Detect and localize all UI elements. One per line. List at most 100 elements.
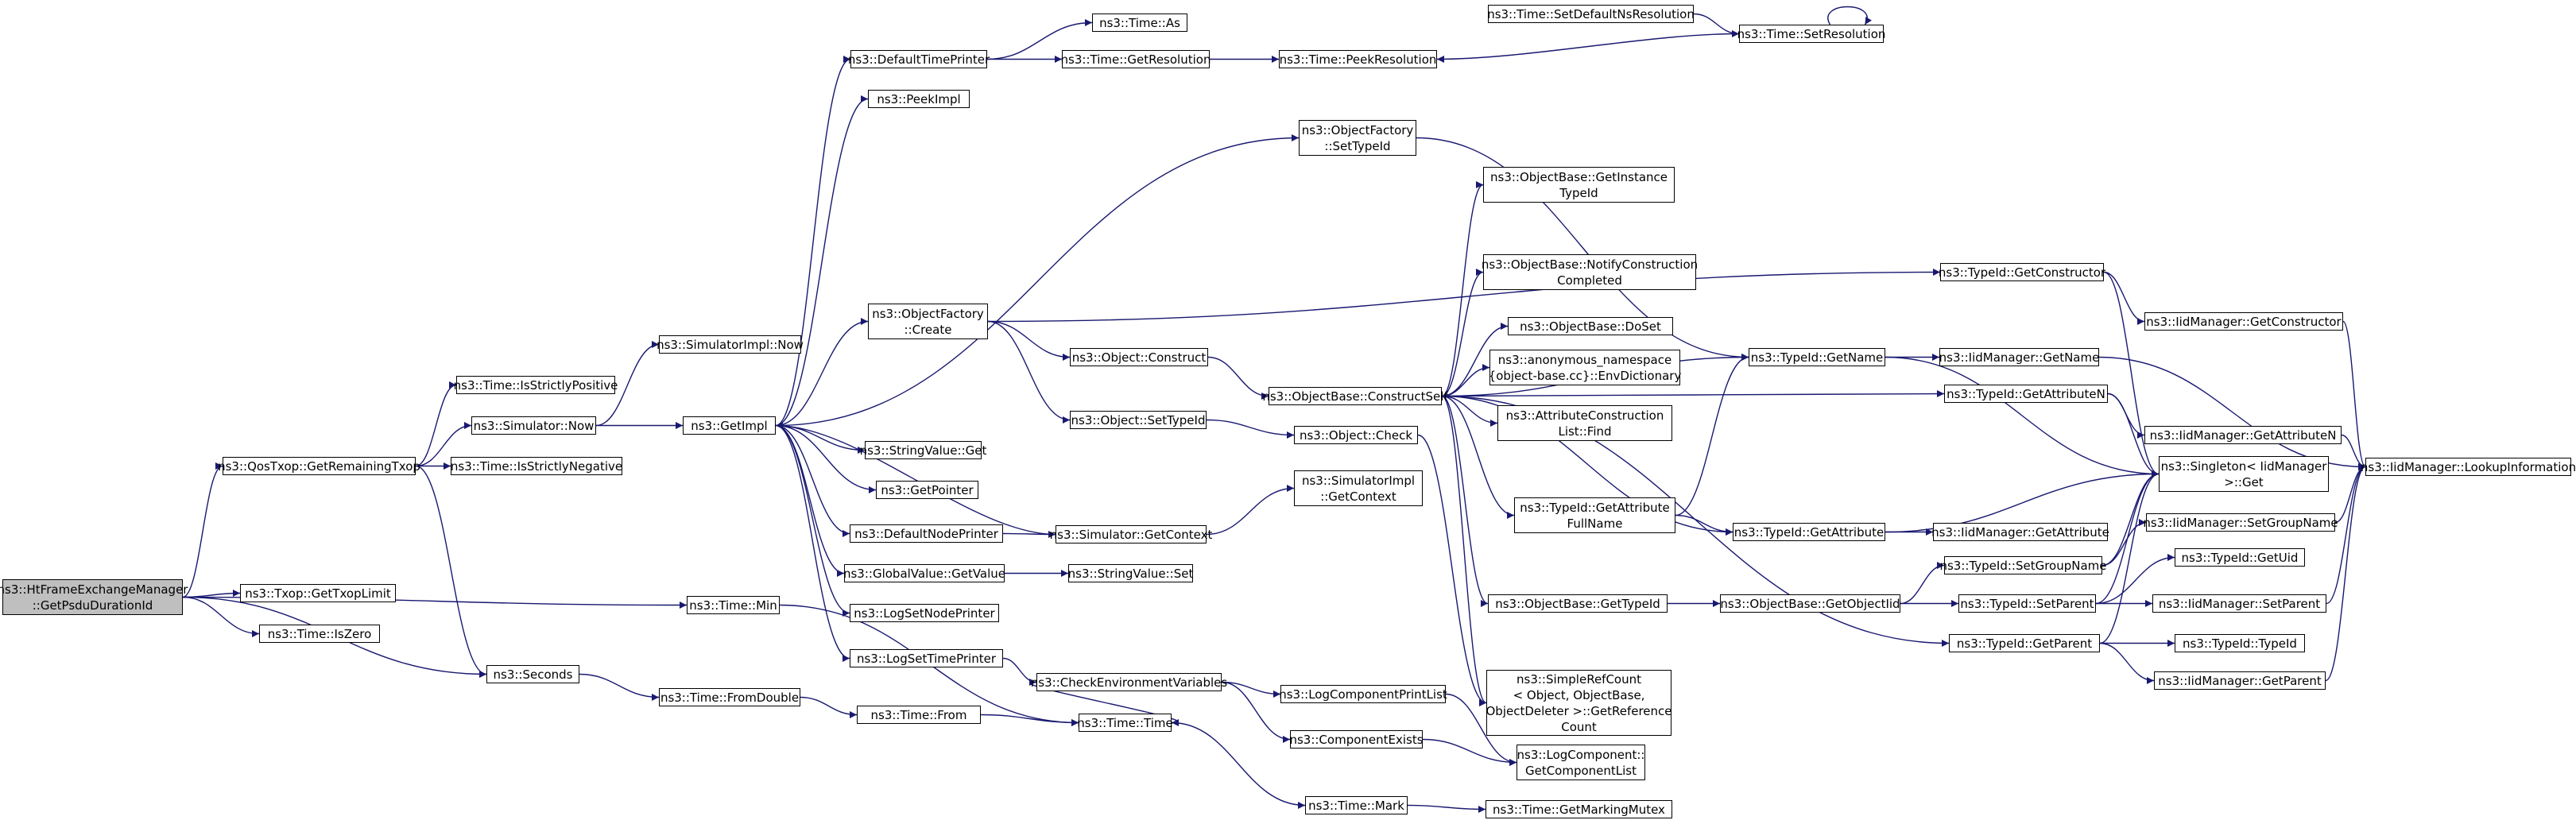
node-label-line: List::Find: [1558, 424, 1612, 439]
node-log-set-node-printer[interactable]: ns3::LogSetNodePrinter: [850, 604, 999, 622]
edge-get-impl-to-default-node-printer: [775, 424, 850, 537]
node-label: ns3::Time::As: [1099, 15, 1180, 31]
node-iid-get-name[interactable]: ns3::IidManager::GetName: [1939, 348, 2099, 366]
edge-object-base-construct-self-to-object-base-get-type-id: [1441, 395, 1489, 607]
node-default-node-printer[interactable]: ns3::DefaultNodePrinter: [850, 524, 1003, 543]
node-object-factory-set-type-id[interactable]: ns3::ObjectFactory::SetTypeId: [1299, 120, 1416, 156]
node-log-component-print-list[interactable]: ns3::LogComponentPrintList: [1279, 685, 1447, 703]
node-time-as[interactable]: ns3::Time::As: [1092, 14, 1187, 32]
node-object-set-type-id[interactable]: ns3::Object::SetTypeId: [1070, 411, 1207, 429]
node-object-base-do-set[interactable]: ns3::ObjectBase::DoSet: [1508, 317, 1673, 335]
node-label-line: ns3::Time::Mark: [1308, 798, 1404, 813]
node-time-min[interactable]: ns3::Time::Min: [687, 596, 780, 614]
node-log-set-time-printer[interactable]: ns3::LogSetTimePrinter: [850, 649, 1003, 667]
node-label-line: ns3::IidManager::LookupInformation: [2360, 459, 2576, 474]
edge-object-factory-create-to-type-id-get-constructor: [987, 269, 1941, 323]
node-simulator-get-context[interactable]: ns3::Simulator::GetContext: [1050, 525, 1212, 544]
node-label: ns3::ComponentExists: [1289, 732, 1423, 748]
edge-root-to-is-zero: [182, 596, 260, 637]
node-type-id-get-attribute[interactable]: ns3::TypeId::GetAttribute: [1733, 523, 1885, 541]
node-type-id-get-attribute-n[interactable]: ns3::TypeId::GetAttributeN: [1944, 385, 2108, 403]
edge-get-remaining-txop-to-seconds: [415, 465, 487, 678]
node-simple-ref-count[interactable]: ns3::SimpleRefCount< Object, ObjectBase,…: [1486, 670, 1672, 736]
node-seconds[interactable]: ns3::Seconds: [486, 665, 579, 683]
node-label-line: ns3::Object::SetTypeId: [1071, 412, 1206, 427]
node-type-id-set-parent[interactable]: ns3::TypeId::SetParent: [1958, 594, 2096, 613]
node-object-factory-create[interactable]: ns3::ObjectFactory::Create: [868, 304, 988, 339]
node-simulator-impl-get-context[interactable]: ns3::SimulatorImpl::GetContext: [1294, 470, 1423, 506]
node-label: ns3::StringValue::Set: [1068, 566, 1194, 582]
node-string-value-get[interactable]: ns3::StringValue::Get: [860, 441, 986, 459]
node-peek-resolution[interactable]: ns3::Time::PeekResolution: [1279, 50, 1437, 68]
node-time-get-resolution[interactable]: ns3::Time::GetResolution: [1061, 50, 1211, 68]
node-type-id-get-parent[interactable]: ns3::TypeId::GetParent: [1949, 634, 2100, 652]
node-label-line: ns3::TypeId::GetUid: [2181, 550, 2299, 565]
node-label-line: ns3::Time::GetMarkingMutex: [1493, 802, 1665, 817]
node-label-line: TypeId: [1559, 185, 1598, 200]
node-iid-get-attribute[interactable]: ns3::IidManager::GetAttribute: [1931, 523, 2109, 541]
node-simulator-impl-now[interactable]: ns3::SimulatorImpl::Now: [657, 335, 804, 354]
node-label: ns3::DefaultNodePrinter: [854, 526, 998, 542]
node-object-check[interactable]: ns3::Object::Check: [1294, 426, 1418, 444]
edge-type-id-get-constructor-to-iid-get-constructor: [2103, 271, 2145, 325]
node-get-object-iid[interactable]: ns3::ObjectBase::GetObjectIid: [1720, 594, 1900, 613]
node-get-remaining-txop[interactable]: ns3::QosTxop::GetRemainingTxop: [218, 457, 420, 475]
node-label-line: ns3::Time::IsZero: [267, 626, 372, 641]
node-label: ns3::IidManager::GetAttributeN: [2150, 427, 2337, 443]
edge-object-set-type-id-to-object-check: [1206, 419, 1295, 439]
node-label-line: ns3::Simulator::GetContext: [1049, 527, 1213, 542]
node-string-value-set[interactable]: ns3::StringValue::Set: [1068, 564, 1193, 582]
edge-time-mark-to-get-marking-mutex: [1407, 804, 1486, 813]
node-time-from[interactable]: ns3::Time::From: [857, 706, 981, 724]
node-global-value-get-value[interactable]: ns3::GlobalValue::GetValue: [843, 564, 1005, 582]
node-label: ns3::Simulator::GetContext: [1050, 527, 1213, 543]
node-iid-get-parent[interactable]: ns3::IidManager::GetParent: [2154, 671, 2326, 690]
node-component-exists[interactable]: ns3::ComponentExists: [1289, 730, 1424, 749]
node-is-zero[interactable]: ns3::Time::IsZero: [259, 625, 380, 643]
node-time-mark[interactable]: ns3::Time::Mark: [1305, 796, 1408, 814]
node-get-pointer[interactable]: ns3::GetPointer: [876, 481, 978, 499]
node-get-txop-limit[interactable]: ns3::Txop::GetTxopLimit: [240, 584, 396, 602]
node-label-line: ns3::TypeId::SetGroupName: [1939, 558, 2107, 573]
node-simulator-now[interactable]: ns3::Simulator::Now: [471, 416, 596, 435]
node-is-strictly-negative[interactable]: ns3::Time::IsStrictlyNegative: [451, 457, 622, 475]
node-label: ns3::Txop::GetTxopLimit: [245, 586, 391, 602]
node-type-id-set-group-name[interactable]: ns3::TypeId::SetGroupName: [1939, 556, 2107, 574]
node-type-id-get-constructor[interactable]: ns3::TypeId::GetConstructor: [1939, 263, 2105, 281]
node-peek-impl[interactable]: ns3::PeekImpl: [868, 90, 970, 108]
node-type-id-type-id[interactable]: ns3::TypeId::TypeId: [2175, 634, 2305, 652]
node-default-time-printer[interactable]: ns3::DefaultTimePrinter: [848, 50, 990, 68]
node-type-id-get-name[interactable]: ns3::TypeId::GetName: [1749, 348, 1885, 366]
node-label-line: ::GetContext: [1320, 489, 1396, 504]
node-object-base-get-type-id[interactable]: ns3::ObjectBase::GetTypeId: [1488, 594, 1668, 613]
edge-from-double-to-time-from: [800, 696, 858, 718]
node-get-marking-mutex[interactable]: ns3::Time::GetMarkingMutex: [1486, 800, 1672, 818]
node-set-default-ns-resolution[interactable]: ns3::Time::SetDefaultNsResolution: [1487, 5, 1695, 23]
node-log-component-get-list[interactable]: ns3::LogComponent::GetComponentList: [1517, 745, 1645, 780]
node-label: ns3::SimpleRefCount< Object, ObjectBase,…: [1486, 671, 1671, 735]
node-set-resolution[interactable]: ns3::Time::SetResolution: [1737, 25, 1885, 43]
node-label-line: ns3::IidManager::SetGroupName: [2143, 515, 2338, 530]
node-env-dictionary[interactable]: ns3::anonymous_namespace{object-base.cc}…: [1489, 350, 1681, 385]
node-iid-get-attribute-n[interactable]: ns3::IidManager::GetAttributeN: [2144, 426, 2342, 444]
node-singleton-get[interactable]: ns3::Singleton< IidManager>::Get: [2159, 456, 2329, 492]
node-label-line: ns3::IidManager::GetParent: [2158, 673, 2322, 688]
node-iid-set-parent[interactable]: ns3::IidManager::SetParent: [2152, 594, 2326, 613]
node-iid-set-group-name[interactable]: ns3::IidManager::SetGroupName: [2143, 513, 2338, 532]
node-iid-get-constructor[interactable]: ns3::IidManager::GetConstructor: [2144, 312, 2343, 331]
node-type-id-get-uid[interactable]: ns3::TypeId::GetUid: [2175, 548, 2305, 567]
node-object-base-construct-self[interactable]: ns3::ObjectBase::ConstructSelf: [1262, 387, 1448, 405]
node-from-double[interactable]: ns3::Time::FromDouble: [659, 688, 800, 706]
node-is-strictly-positive[interactable]: ns3::Time::IsStrictlyPositive: [454, 376, 618, 394]
node-check-env-vars[interactable]: ns3::CheckEnvironmentVariables: [1031, 673, 1227, 691]
node-time-time[interactable]: ns3::Time::Time: [1077, 714, 1173, 732]
node-label: ns3::Object::Check: [1300, 427, 1412, 443]
node-object-construct[interactable]: ns3::Object::Construct: [1070, 348, 1208, 366]
node-get-impl[interactable]: ns3::GetImpl: [683, 416, 776, 435]
node-lookup-information[interactable]: ns3::IidManager::LookupInformation: [2361, 458, 2576, 476]
